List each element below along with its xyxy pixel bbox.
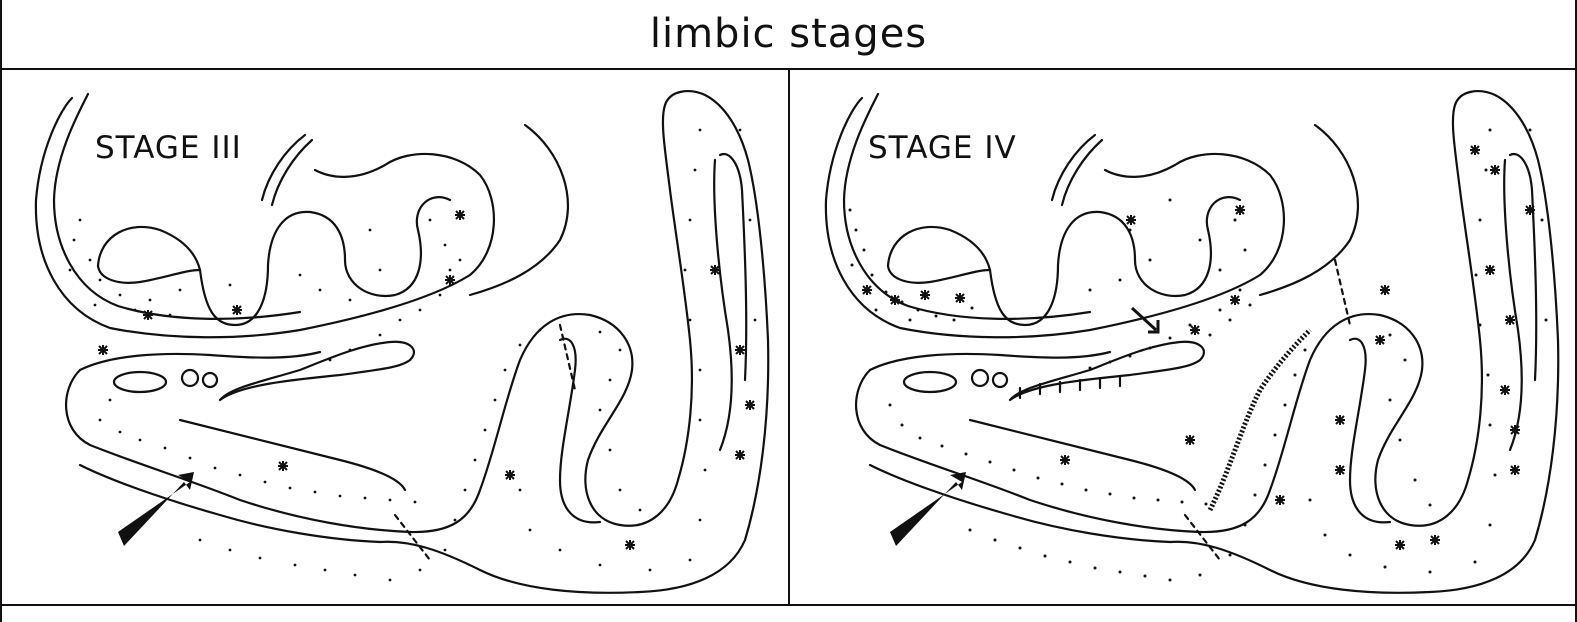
cyst-small <box>970 368 990 388</box>
figure-title: limbic stages <box>649 11 928 57</box>
dashed-border-2 <box>393 513 432 562</box>
cortex-top-line <box>260 133 307 202</box>
dome-outline <box>468 123 569 297</box>
cortex-inner-outline <box>842 92 1092 320</box>
hippocampus-inner <box>868 463 1172 544</box>
cyst-small <box>180 368 200 388</box>
hippocampus-lower-band <box>968 418 1197 492</box>
cortex-outline <box>824 96 1285 339</box>
panel-divider <box>788 70 790 606</box>
inner-ring <box>1348 337 1392 524</box>
temporal-inner-loop-2 <box>1508 152 1538 382</box>
cortex-inner-outline <box>52 92 302 320</box>
stage-label: STAGE IV <box>868 130 1017 166</box>
temporal-inner-loop-2 <box>718 152 748 382</box>
cyst <box>902 370 958 394</box>
panel-stage-4: STAGE IV <box>790 70 1575 606</box>
small-arrow-icon <box>1130 306 1160 334</box>
hippocampus-outline <box>64 90 770 594</box>
dashed-border <box>558 323 577 392</box>
tangles <box>862 145 1535 550</box>
stippling <box>848 128 1548 582</box>
hippocampus-top <box>868 350 1112 372</box>
stage-3-drawing <box>34 90 770 594</box>
channel-hatch <box>1018 374 1122 400</box>
arrow-icon <box>118 472 194 546</box>
cyst <box>112 370 168 394</box>
gyrus-lower <box>96 264 202 284</box>
tangles <box>98 210 755 550</box>
cyst-small-2 <box>201 371 219 389</box>
hippocampus-lower-band <box>178 418 407 492</box>
temporal-inner-loop <box>1503 158 1523 452</box>
gyrus-folds <box>886 196 1242 327</box>
cortex-top-line <box>1050 133 1097 202</box>
cortex-top-line-2 <box>1060 138 1104 207</box>
panel-stage-3: STAGE III <box>0 70 788 606</box>
hippocampus-outline <box>854 90 1560 594</box>
cortex-top-line-2 <box>270 138 314 207</box>
cyst-small-2 <box>991 371 1009 389</box>
dashed-border-2 <box>1183 513 1222 562</box>
stage-label: STAGE III <box>95 130 242 166</box>
arrow-icon <box>890 472 966 546</box>
inner-ring <box>558 337 602 524</box>
dome-outline <box>1258 123 1359 297</box>
gyrus-folds <box>96 196 452 327</box>
hippocampus-top <box>78 350 322 372</box>
hippocampus-channel <box>218 340 415 402</box>
gyrus-lower <box>886 264 992 284</box>
temporal-inner-loop <box>713 158 733 452</box>
stippling <box>68 128 757 582</box>
cortex-outline <box>34 96 495 339</box>
dense-band <box>1207 328 1312 512</box>
dashed-border <box>1333 258 1352 327</box>
title-bar: limbic stages <box>0 0 1577 70</box>
hippocampus-channel <box>1008 340 1205 402</box>
stage-4-drawing <box>824 90 1560 594</box>
bottom-strip <box>0 606 1577 622</box>
hippocampus-inner <box>78 463 382 544</box>
